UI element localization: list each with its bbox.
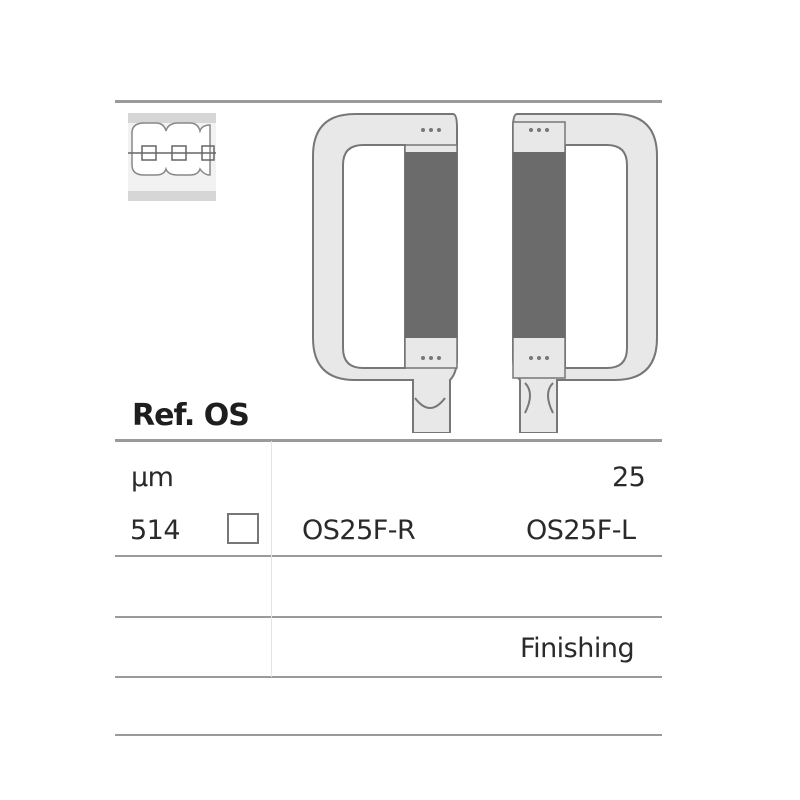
column-divider <box>271 441 272 677</box>
finishing-strip-right-image <box>312 113 458 433</box>
row-rule <box>115 616 662 618</box>
grit-value: 25 <box>612 462 646 493</box>
pack-quantity: 514 <box>130 515 181 546</box>
top-rule <box>115 100 662 103</box>
orthodontic-braces-icon <box>128 113 216 201</box>
variant-left-code: OS25F-L <box>526 515 636 546</box>
row-rule <box>115 676 662 678</box>
unit-label: µm <box>131 462 174 493</box>
row-rule <box>115 555 662 557</box>
bottom-rule <box>115 734 662 736</box>
application-label: Finishing <box>520 633 635 664</box>
finishing-strip-left-image <box>512 113 658 433</box>
pack-checkbox[interactable] <box>227 513 259 544</box>
header-rule <box>115 439 662 442</box>
variant-right-code: OS25F-R <box>302 515 416 546</box>
page-title: Ref. OS <box>132 398 250 433</box>
